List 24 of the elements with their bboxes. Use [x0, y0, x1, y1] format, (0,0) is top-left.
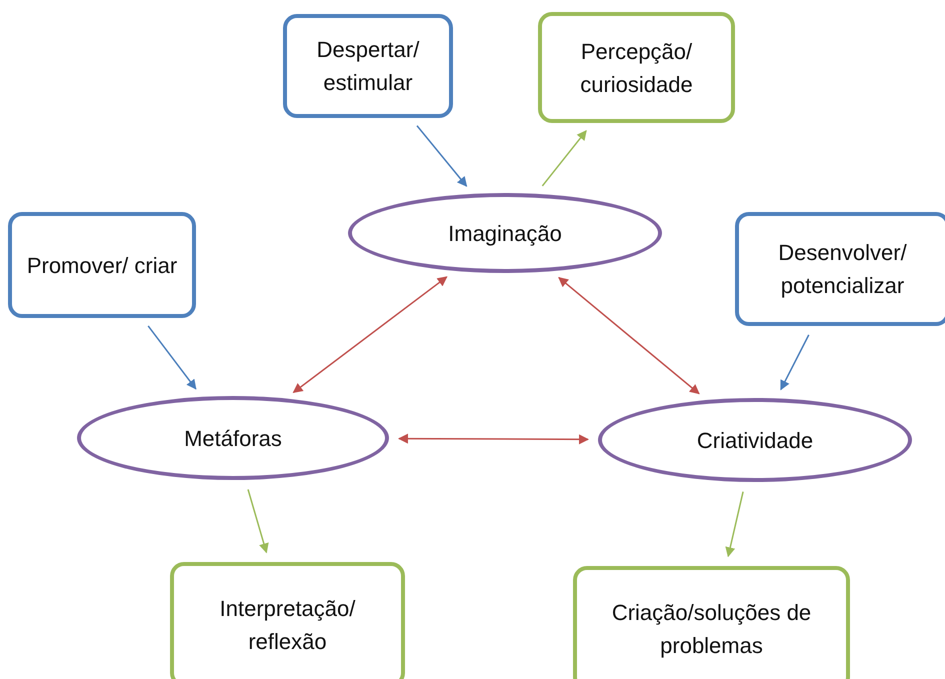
arrow [398, 434, 590, 444]
node-label: Metáforas [184, 424, 282, 452]
text-box [8, 212, 196, 318]
arrow [247, 489, 269, 554]
text-box [170, 562, 405, 679]
arrow [148, 326, 196, 390]
arrow [292, 276, 448, 394]
node-label: Desenvolver/ potencializar [777, 239, 908, 300]
arrow [542, 130, 587, 186]
node-label: Percepção/ curiosidade [579, 38, 694, 98]
node-label: Criação/soluções de problemas [610, 598, 812, 660]
text-box [735, 212, 945, 326]
arrow [725, 492, 744, 558]
text-box [573, 566, 850, 679]
node-label: Criatividade [696, 426, 814, 454]
node-label: Imaginação [448, 220, 562, 248]
text-box [283, 14, 453, 118]
node-label: Interpretação/ reflexão [218, 594, 356, 656]
arrow [416, 125, 468, 187]
node-label: Promover/ criar [26, 252, 178, 280]
text-box [538, 12, 735, 123]
arrow [780, 334, 810, 390]
arrow [558, 276, 700, 394]
node-label: Despertar/ estimular [316, 36, 420, 97]
